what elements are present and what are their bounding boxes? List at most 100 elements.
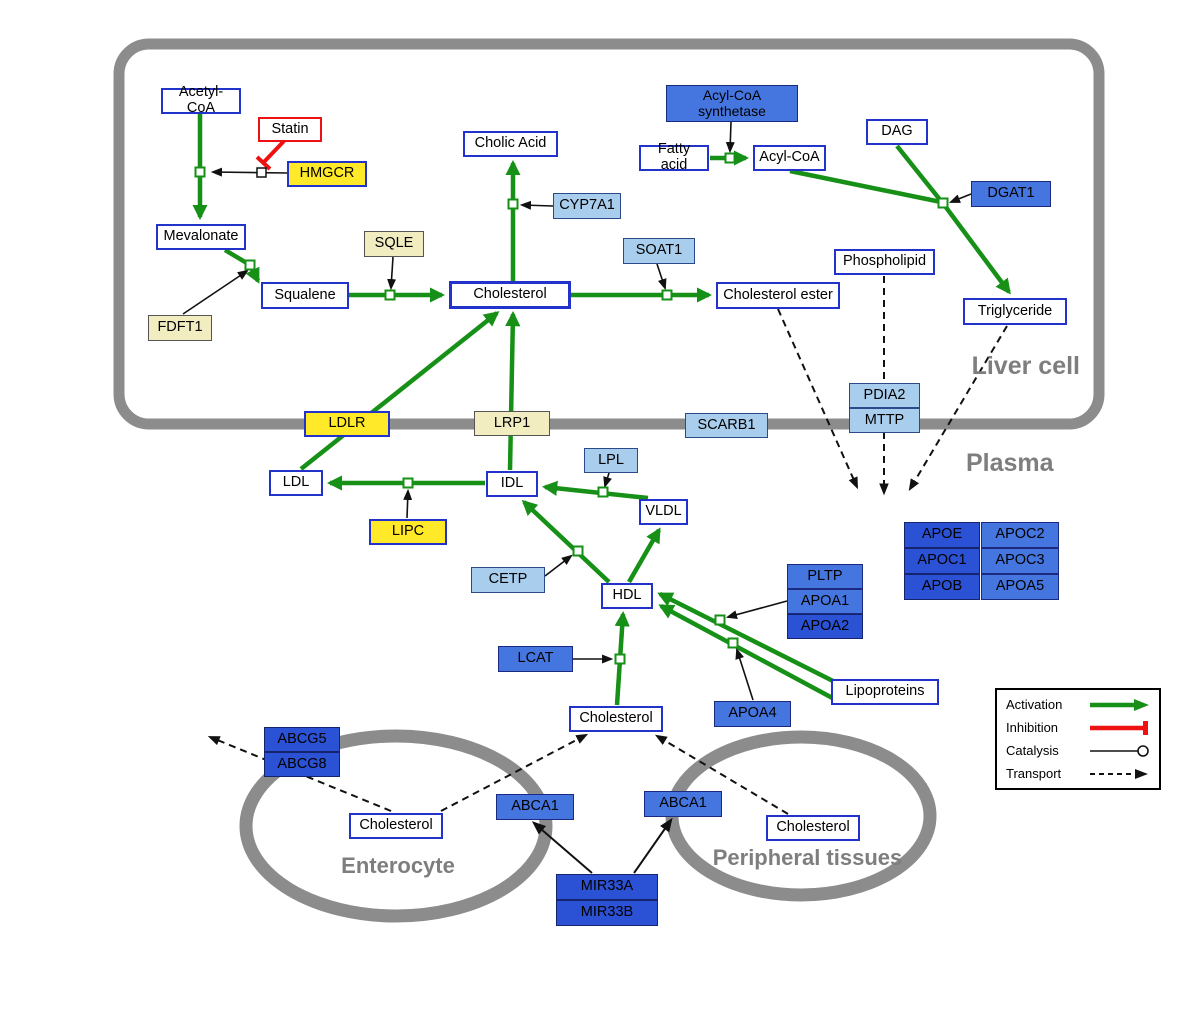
node-acyl-coa-synthetase[interactable]: Acyl-CoA synthetase bbox=[666, 85, 798, 122]
node-apoa5[interactable]: APOA5 bbox=[981, 574, 1059, 600]
node-cholesterol-plasma[interactable]: Cholesterol bbox=[569, 706, 663, 732]
inhibition-tbar-icon bbox=[1090, 720, 1148, 735]
node-statin[interactable]: Statin bbox=[258, 117, 322, 142]
edge-dgat1-catalysis bbox=[948, 193, 972, 203]
catalysis-edges bbox=[182, 121, 972, 874]
node-lipoproteins[interactable]: Lipoproteins bbox=[831, 679, 939, 705]
reaction-fdft1 bbox=[244, 259, 256, 271]
legend-row-activation: Activation bbox=[1006, 697, 1150, 712]
node-apoa4[interactable]: APOA4 bbox=[714, 701, 791, 727]
reaction-nodes bbox=[194, 152, 949, 665]
node-pltp[interactable]: PLTP bbox=[787, 564, 863, 589]
node-mevalonate[interactable]: Mevalonate bbox=[156, 224, 246, 250]
edge-lipoproteins-hdl-lower bbox=[658, 604, 840, 703]
edge-cyp7a1-catalysis bbox=[519, 200, 554, 210]
node-sqle[interactable]: SQLE bbox=[364, 231, 424, 257]
node-cholesterol-peripheral[interactable]: Cholesterol bbox=[766, 815, 860, 841]
legend-row-inhibition: Inhibition bbox=[1006, 720, 1150, 735]
node-lrp1[interactable]: LRP1 bbox=[474, 411, 550, 436]
reaction-dgat1 bbox=[937, 197, 949, 209]
node-cetp[interactable]: CETP bbox=[471, 567, 545, 593]
edge-hmgcr-catalysis bbox=[210, 167, 288, 177]
node-ldl[interactable]: LDL bbox=[269, 470, 323, 496]
edge-lpl-catalysis bbox=[603, 472, 612, 489]
edge-dag-dgat1node bbox=[895, 144, 943, 203]
legend-label-activation: Activation bbox=[1006, 697, 1063, 712]
node-hmgcr[interactable]: HMGCR bbox=[287, 161, 367, 187]
node-cholic-acid[interactable]: Cholic Acid bbox=[463, 131, 558, 157]
node-phospholipid[interactable]: Phospholipid bbox=[834, 249, 935, 275]
node-mttp[interactable]: MTTP bbox=[849, 408, 920, 433]
node-hdl[interactable]: HDL bbox=[601, 583, 653, 609]
edge-apoa1-catalysis bbox=[725, 600, 788, 619]
node-dag[interactable]: DAG bbox=[866, 119, 928, 145]
node-triglyceride[interactable]: Triglyceride bbox=[963, 298, 1067, 325]
node-apoe[interactable]: APOE bbox=[904, 522, 980, 548]
node-cyp7a1[interactable]: CYP7A1 bbox=[553, 193, 621, 219]
legend-label-catalysis: Catalysis bbox=[1006, 743, 1059, 758]
node-acetyl-coa[interactable]: Acetyl-CoA bbox=[161, 85, 241, 116]
edge-ldl-ldlr-cholesterol bbox=[299, 311, 500, 471]
legend-row-transport: Transport bbox=[1006, 766, 1150, 781]
legend-label-inhibition: Inhibition bbox=[1006, 720, 1059, 735]
node-dgat1[interactable]: DGAT1 bbox=[971, 181, 1051, 207]
node-fatty-acid[interactable]: Fatty acid bbox=[639, 142, 709, 173]
liver-cell-membrane bbox=[113, 38, 1105, 430]
node-fdft1[interactable]: FDFT1 bbox=[148, 315, 212, 341]
edge-hdl-vldl bbox=[627, 527, 661, 584]
label-peripheral-tissues: Peripheral tissues bbox=[712, 845, 903, 870]
node-mir33a[interactable]: MIR33A bbox=[556, 874, 658, 900]
edge-lipoproteins-hdl-upper bbox=[657, 591, 835, 684]
inhibition-edges bbox=[255, 139, 286, 171]
reaction-apoa1 bbox=[714, 614, 726, 626]
reaction-acylcoa-synthetase bbox=[724, 152, 736, 164]
statin-inhibition-tbar bbox=[255, 155, 272, 171]
node-abca1-left[interactable]: ABCA1 bbox=[496, 794, 574, 820]
node-lpl[interactable]: LPL bbox=[584, 448, 638, 473]
node-soat1[interactable]: SOAT1 bbox=[623, 238, 695, 264]
node-apoa1[interactable]: APOA1 bbox=[787, 589, 863, 614]
reaction-sqle bbox=[384, 289, 396, 301]
edge-acylcoa-dgat1node bbox=[789, 168, 942, 205]
node-abca1-right[interactable]: ABCA1 bbox=[644, 791, 722, 817]
node-idl[interactable]: IDL bbox=[486, 471, 538, 497]
edge-apoa4-catalysis bbox=[735, 647, 754, 701]
node-mir33b[interactable]: MIR33B bbox=[556, 900, 658, 926]
legend: Activation Inhibition Catalysis Transpor… bbox=[995, 688, 1161, 790]
edge-dgat1node-triglyceride bbox=[943, 204, 1011, 295]
catalysis-anchor-square bbox=[256, 167, 267, 178]
reaction-soat1 bbox=[661, 289, 673, 301]
node-squalene[interactable]: Squalene bbox=[261, 282, 349, 309]
edge-cholesterolester-lipoprotein bbox=[777, 308, 858, 490]
node-apob[interactable]: APOB bbox=[904, 574, 980, 600]
edge-mir33-abca1-left bbox=[531, 821, 593, 874]
node-apoc2[interactable]: APOC2 bbox=[981, 522, 1059, 548]
edge-idl-lrp1-cholesterol bbox=[505, 310, 521, 471]
node-ldlr[interactable]: LDLR bbox=[304, 411, 390, 437]
node-apoa2[interactable]: APOA2 bbox=[787, 614, 863, 639]
node-lipc[interactable]: LIPC bbox=[369, 519, 447, 545]
node-lcat[interactable]: LCAT bbox=[498, 646, 573, 672]
edge-enterocyte-to-plasma-cholesterol bbox=[440, 733, 589, 812]
node-scarb1[interactable]: SCARB1 bbox=[685, 413, 768, 438]
node-acyl-coa[interactable]: Acyl-CoA bbox=[753, 145, 826, 171]
node-pdia2[interactable]: PDIA2 bbox=[849, 383, 920, 408]
node-apoc3[interactable]: APOC3 bbox=[981, 548, 1059, 574]
legend-row-catalysis: Catalysis bbox=[1006, 743, 1150, 758]
node-apoc1[interactable]: APOC1 bbox=[904, 548, 980, 574]
node-cholesterol-liver[interactable]: Cholesterol bbox=[449, 281, 571, 309]
node-cholesterol-enterocyte[interactable]: Cholesterol bbox=[349, 813, 443, 839]
edge-hdl-idl bbox=[521, 499, 611, 584]
node-cholesterol-ester[interactable]: Cholesterol ester bbox=[716, 282, 840, 309]
label-plasma: Plasma bbox=[966, 449, 1054, 477]
transport-dashed-arrow-icon bbox=[1090, 768, 1148, 779]
node-abcg5[interactable]: ABCG5 bbox=[264, 727, 340, 752]
node-vldl[interactable]: VLDL bbox=[639, 499, 688, 525]
legend-label-transport: Transport bbox=[1006, 766, 1062, 781]
edge-fdft1-catalysis bbox=[182, 269, 249, 315]
catalysis-circle-icon bbox=[1090, 744, 1149, 757]
activation-edges bbox=[192, 114, 1011, 706]
node-abcg8[interactable]: ABCG8 bbox=[264, 752, 340, 777]
